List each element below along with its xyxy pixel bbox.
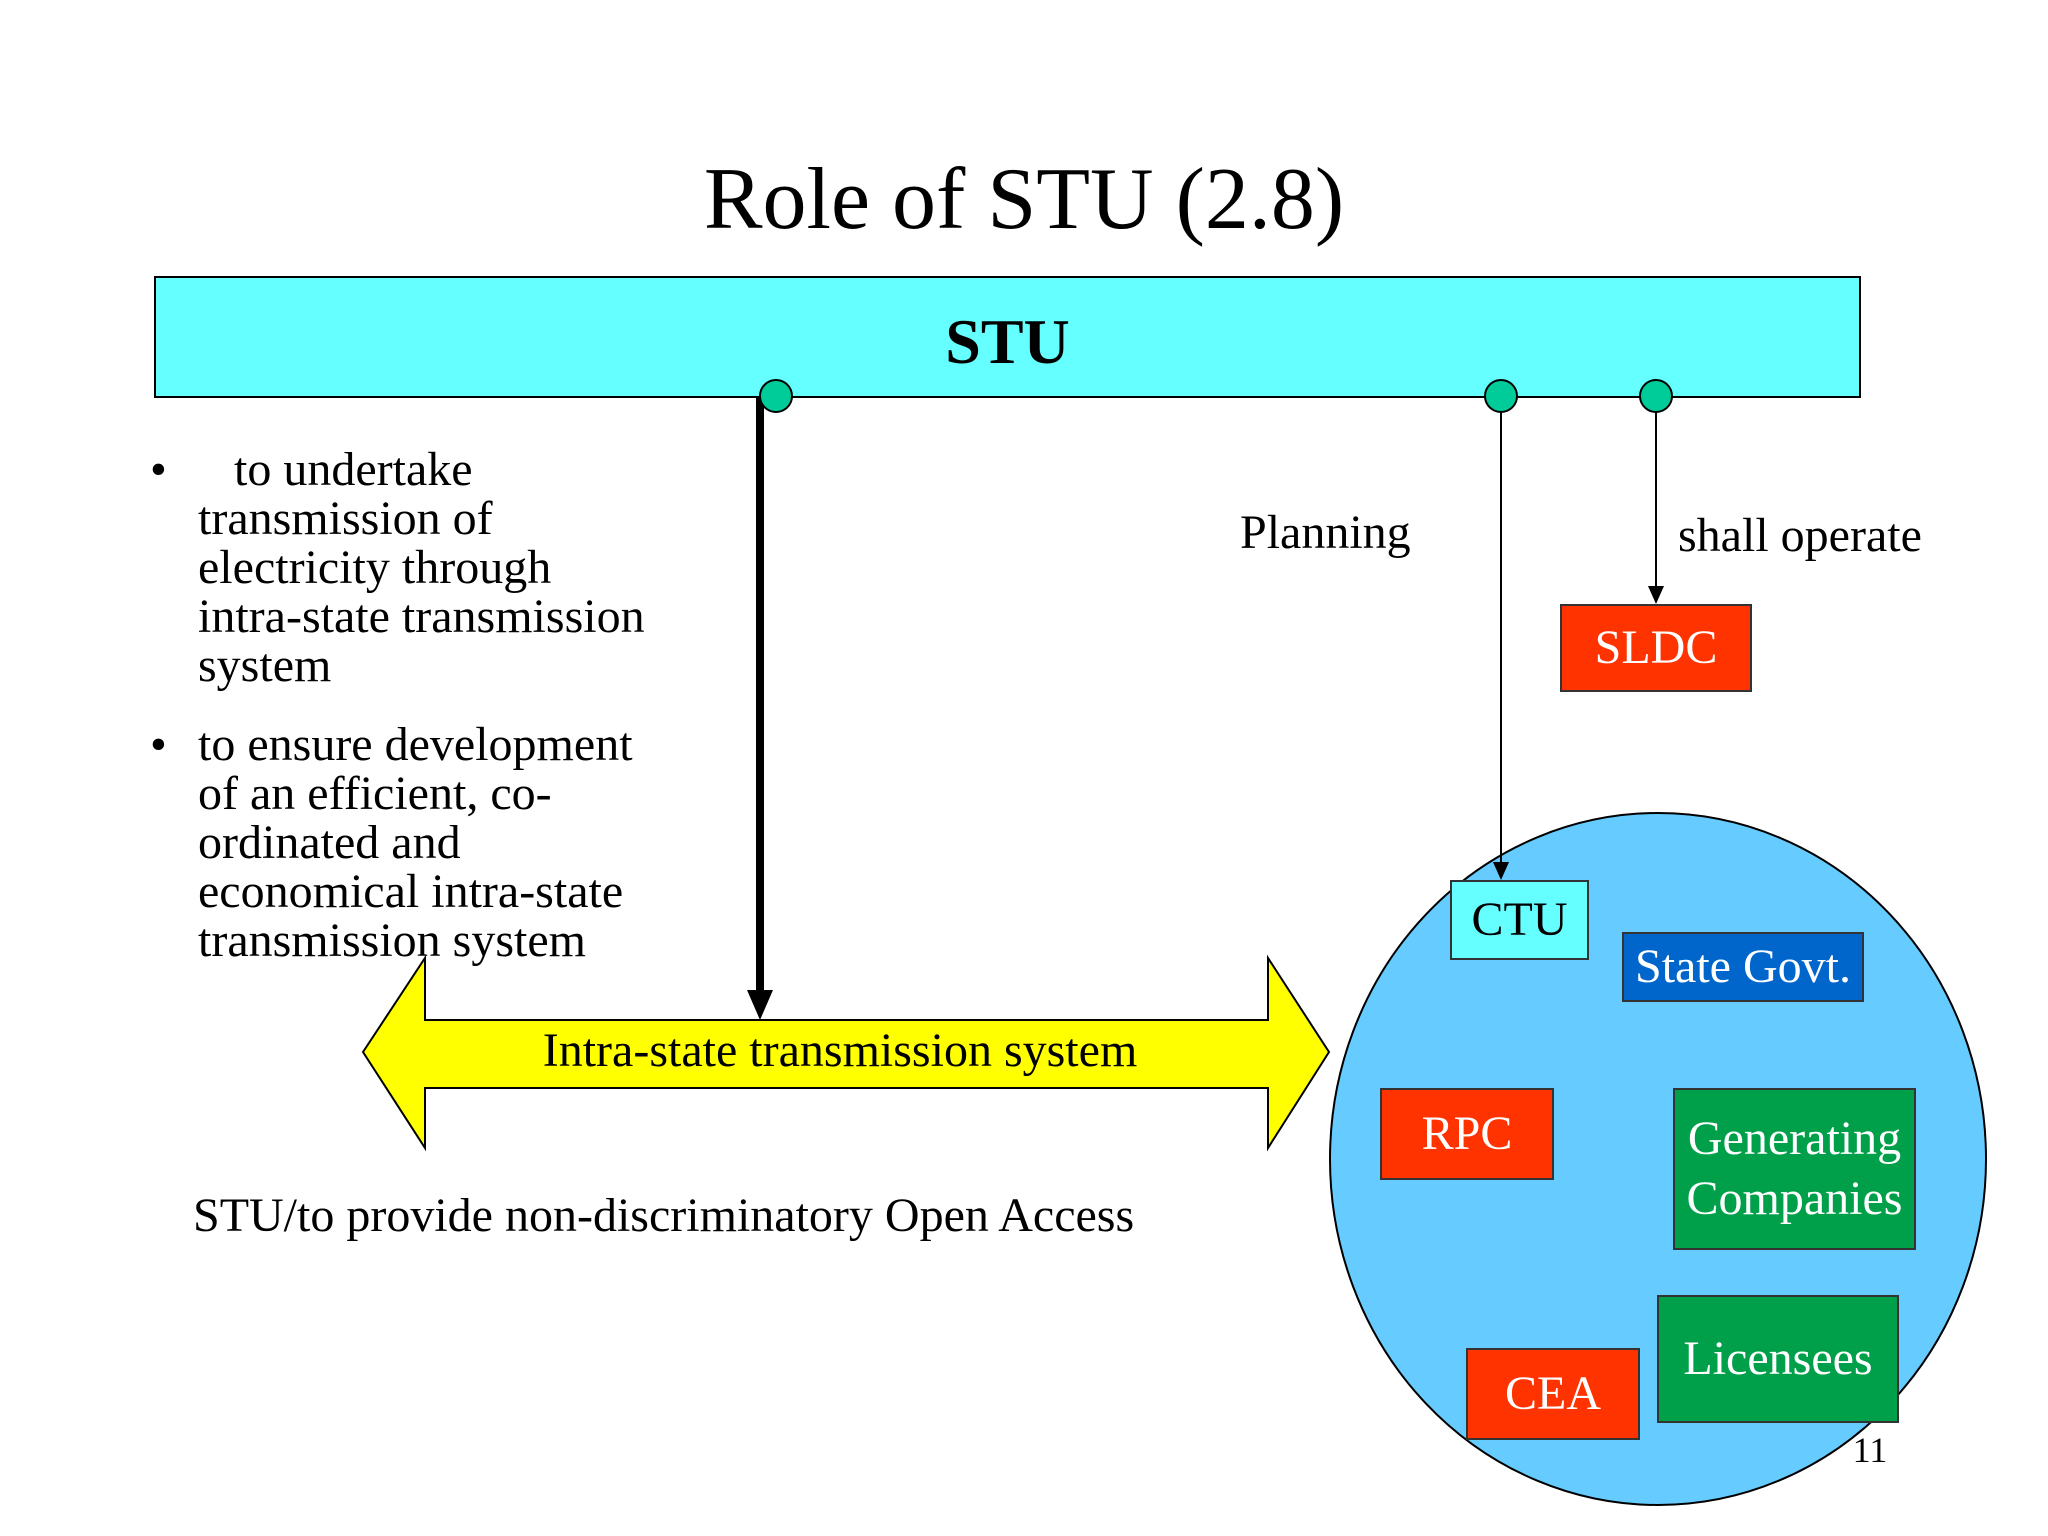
intra-state-double-arrow: [361, 954, 1331, 1152]
planning-arrowhead: [1493, 862, 1509, 880]
generating-companies-line: Generating: [1687, 1112, 1902, 1165]
stu-role-bullets: to undertake transmission of electricity…: [150, 445, 690, 995]
intra-state-label: Intra-state transmission system: [542, 1024, 1138, 1077]
bullet-line: to undertake: [234, 443, 473, 496]
bullet-line: ordinated and: [198, 816, 461, 869]
bullet-item: to ensure development of an efficient, c…: [150, 720, 690, 965]
stu-node-planning: [1484, 379, 1518, 413]
bullet-item: to undertake transmission of electricity…: [150, 445, 690, 690]
cea-box: CEA: [1466, 1348, 1640, 1440]
stu-node-operate: [1639, 379, 1673, 413]
stu-to-transmission-arrowhead: [747, 990, 773, 1020]
bullet-line: intra-state transmission: [198, 590, 645, 643]
stu-node-transmission: [759, 379, 793, 413]
open-access-text: STU/to provide non-discriminatory Open A…: [193, 1189, 1135, 1242]
stu-bar: [154, 276, 1861, 398]
rpc-box: RPC: [1380, 1088, 1554, 1180]
licensees-box: Licensees: [1657, 1295, 1899, 1423]
shall-operate-label: shall operate: [1678, 509, 1922, 562]
bullet-line: system: [198, 639, 332, 692]
state-govt-box: State Govt.: [1622, 932, 1864, 1002]
bullet-line: electricity through: [198, 541, 552, 594]
bullet-line: transmission system: [198, 914, 587, 967]
stu-label: STU: [945, 306, 1070, 377]
page-number: 11: [1852, 1430, 1888, 1470]
bullet-line: transmission of: [198, 492, 493, 545]
bullet-line: to ensure development: [198, 718, 633, 771]
bullet-line: of an efficient, co-: [198, 767, 552, 820]
bullet-line: economical intra-state: [198, 865, 624, 918]
sldc-box: SLDC: [1560, 604, 1752, 692]
ctu-box: CTU: [1450, 880, 1589, 960]
generating-companies-box: Generating Companies: [1673, 1088, 1916, 1250]
operate-arrowhead: [1648, 586, 1664, 604]
generating-companies-line: Companies: [1686, 1172, 1903, 1225]
slide-title: Role of STU (2.8): [703, 151, 1345, 248]
planning-label: Planning: [1240, 506, 1411, 559]
